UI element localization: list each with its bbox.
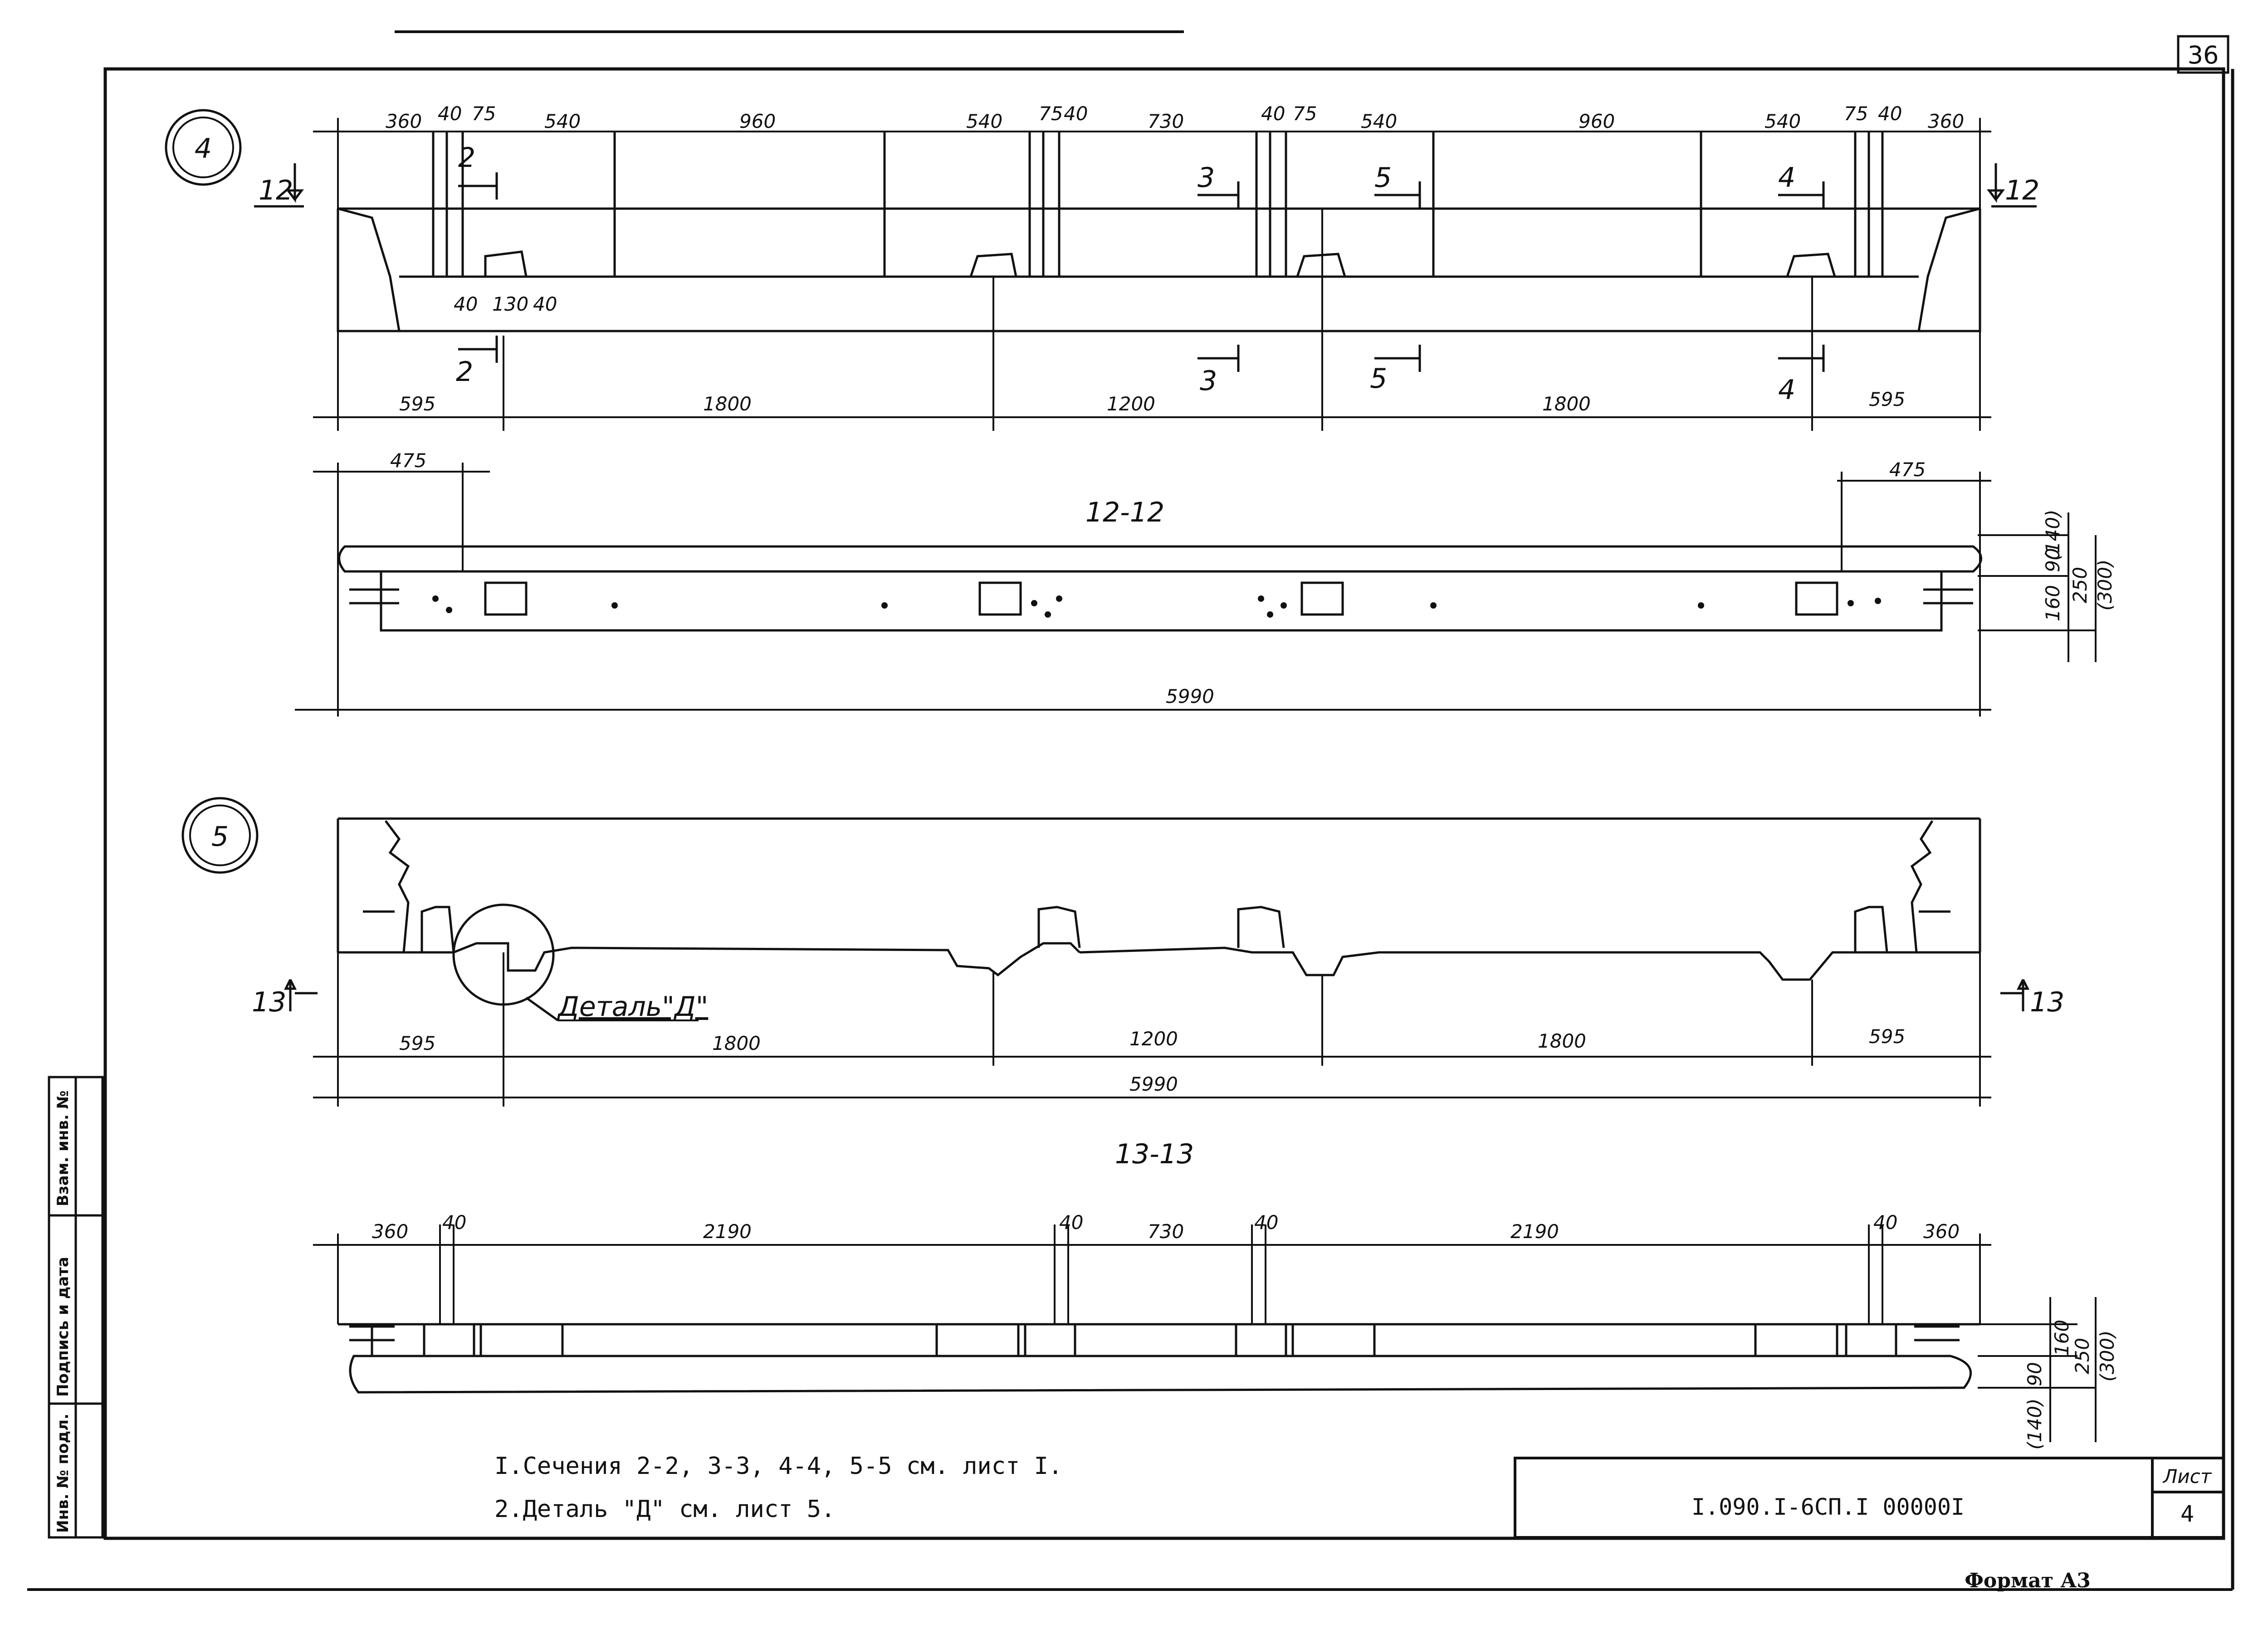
- title-stamp: [1514, 1457, 2225, 1539]
- section-12-12: 475 475 12-12 5990: [295, 449, 2116, 717]
- v-dim-text: 250: [2069, 567, 2091, 603]
- sheet-label: Лист: [2162, 1465, 2212, 1488]
- dim-text: 75: [1039, 102, 1063, 125]
- dim-text: 540: [544, 110, 581, 132]
- v-dim-text: (300): [2096, 1331, 2118, 1382]
- section-title-12-12: 12-12: [1085, 497, 1164, 528]
- section-mark-2-bottom: 2: [456, 356, 473, 388]
- overall-dim-5990: 5990: [1129, 1073, 1178, 1095]
- sheet-frame: [27, 30, 2234, 1591]
- section-title-13-13: 13-13: [1115, 1138, 1194, 1170]
- overall-dim-5990: 5990: [1166, 685, 1214, 707]
- cut-mark-12-right: 12: [2005, 175, 2039, 206]
- dim-text: 40: [442, 1211, 466, 1234]
- view-marker-5-label: 5: [211, 821, 229, 853]
- document-code: I.090.I-6СП.I 00000I: [1691, 1494, 1965, 1520]
- bottom-dim-text: 1200: [1107, 393, 1155, 415]
- dim-text: 40: [1254, 1211, 1278, 1234]
- view4-top-dim-texts: 360 40 75 540 960 540 75 40 730 40 75 54…: [386, 102, 1964, 132]
- dim-text: 360: [1928, 110, 1964, 132]
- note-1: I.Сечения 2-2, 3-3, 4-4, 5-5 см. лист I.: [494, 1453, 1062, 1480]
- sheet-number: 36: [2188, 41, 2219, 69]
- dim-text: 730: [1148, 1220, 1184, 1243]
- dim-text: 40: [1064, 102, 1088, 125]
- v-dim-text: 160: [2051, 1320, 2073, 1356]
- bottom-dim-text: 1800: [1542, 393, 1591, 415]
- dim-text: 40: [1878, 102, 1902, 125]
- bottom-dim-text: 1200: [1129, 1028, 1178, 1050]
- dim-text: 540: [1361, 110, 1397, 132]
- v-dim-text: 250: [2071, 1338, 2093, 1374]
- side-stamp: [48, 1076, 104, 1539]
- view-marker-5-outer: [181, 797, 259, 874]
- bottom-dim-text: 1800: [712, 1032, 761, 1054]
- v-dim-text: 90: [2042, 548, 2064, 572]
- dim-475-left: 475: [390, 449, 426, 472]
- v-dim-text: (140): [2042, 510, 2064, 561]
- side-stamp-label-3: Взам. инв. №: [54, 1090, 72, 1206]
- stamp-sheet-number: 4: [2180, 1501, 2194, 1527]
- side-stamp-label-2: Подпись и дата: [54, 1257, 72, 1397]
- v-dim-text: (300): [2094, 560, 2116, 611]
- view-marker-4-inner: [172, 117, 234, 178]
- v-dim-text: 90: [2024, 1362, 2046, 1386]
- note-2: 2.Деталь "Д" см. лист 5.: [494, 1496, 835, 1523]
- side-stamp-label-1: Инв. № подл.: [54, 1414, 72, 1533]
- mini-dim-text: 40: [533, 293, 557, 315]
- section-mark-3-top: 3: [1198, 162, 1215, 194]
- dim-text: 360: [372, 1220, 408, 1243]
- bottom-dim-text: 1800: [703, 393, 752, 415]
- dim-text: 75: [1293, 102, 1317, 125]
- detail-d-label: Деталь"Д": [557, 991, 708, 1023]
- bottom-dim-text: 1800: [1538, 1030, 1586, 1052]
- section-13-13: 13-13 360 40 2190 40 730 40 2190 40 360: [313, 1138, 2118, 1449]
- dim-475-right: 475: [1889, 458, 1926, 481]
- v-dim-text: 160: [2042, 585, 2064, 621]
- mini-dim-text: 40: [454, 293, 478, 315]
- view-5: 5 Деталь"Д" 13 13: [181, 797, 2064, 1107]
- view-marker-5-inner: [189, 805, 251, 866]
- bottom-dim-text: 595: [399, 393, 435, 415]
- dim-text: 360: [1923, 1220, 1960, 1243]
- section-mark-5-bottom: 5: [1370, 363, 1387, 395]
- section-mark-5-top: 5: [1374, 162, 1392, 194]
- bottom-dim-text: 595: [399, 1032, 435, 1054]
- dim-text: 40: [1873, 1211, 1897, 1234]
- cut-mark-12-left: 12: [259, 175, 293, 206]
- view-marker-4-outer: [165, 109, 242, 186]
- v-dim-text: (140): [2024, 1399, 2046, 1450]
- bottom-dim-text: 595: [1869, 388, 1905, 410]
- dim-text: 75: [472, 102, 496, 125]
- dim-text: 360: [386, 110, 422, 132]
- cut-mark-13-right: 13: [2030, 986, 2064, 1018]
- dim-text: 960: [1579, 110, 1615, 132]
- cut-mark-13-left: 13: [252, 986, 286, 1018]
- section-mark-3-bottom: 3: [1200, 365, 1217, 397]
- dim-text: 960: [739, 110, 776, 132]
- section-mark-4-top: 4: [1778, 162, 1795, 194]
- mini-dim-text: 130: [492, 293, 528, 315]
- view-marker-4-label: 4: [195, 133, 212, 165]
- view-4: 4 360 40 75 540 960 540 75 40 730 40 75 …: [165, 102, 2039, 431]
- dim-text: 40: [438, 102, 462, 125]
- dim-text: 540: [1765, 110, 1801, 132]
- format-label: Формат А3: [1965, 1569, 2091, 1592]
- section-mark-4-bottom: 4: [1778, 374, 1795, 406]
- bottom-dim-text: 595: [1869, 1025, 1905, 1048]
- dim-text: 75: [1844, 102, 1868, 125]
- dim-text: 40: [1059, 1211, 1083, 1234]
- dim-text: 2190: [1510, 1220, 1559, 1243]
- dim-text: 540: [966, 110, 1002, 132]
- dim-text: 730: [1148, 110, 1184, 132]
- section-mark-2-top: 2: [458, 142, 475, 174]
- dim-text: 2190: [703, 1220, 752, 1243]
- dim-text: 40: [1261, 102, 1285, 125]
